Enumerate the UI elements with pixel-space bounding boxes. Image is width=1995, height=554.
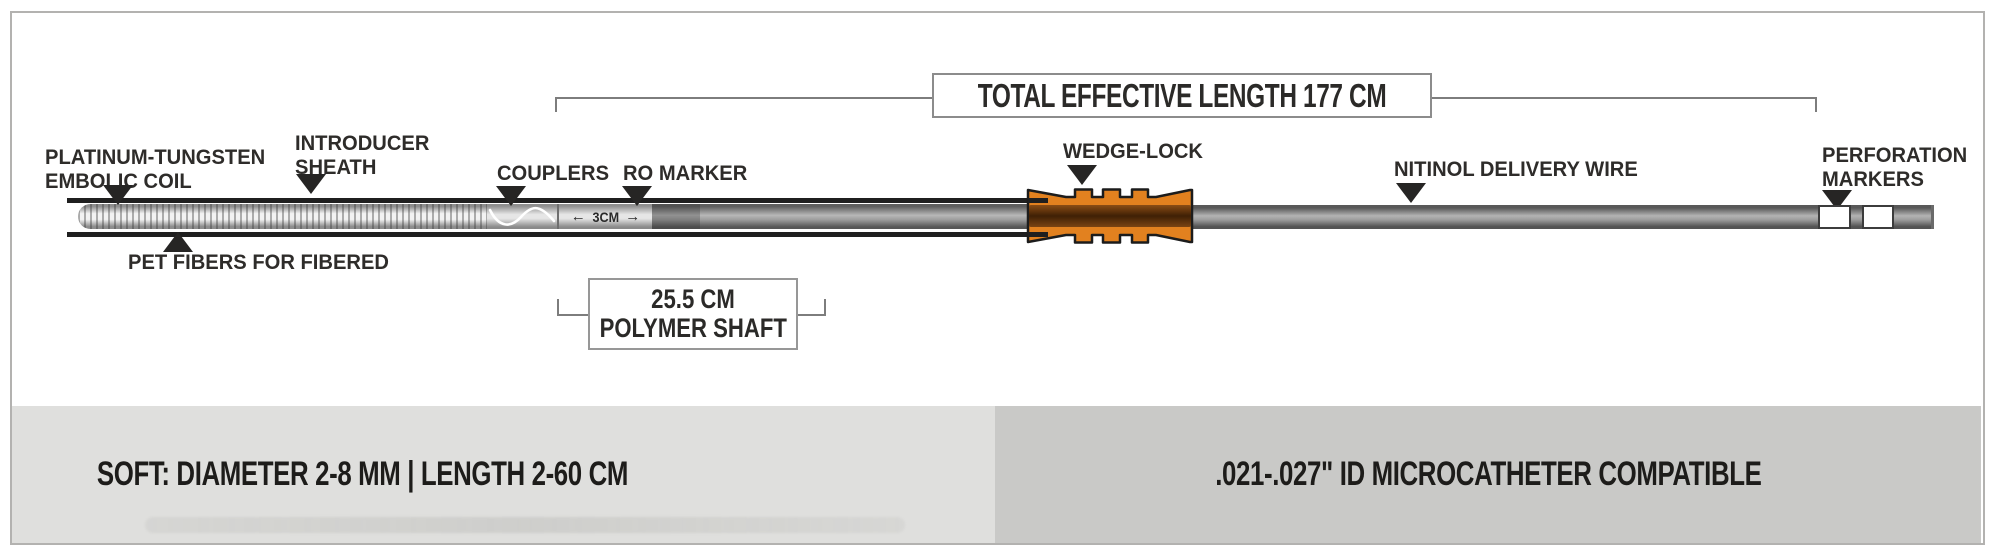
label-embolic-coil-line2: EMBOLIC COIL — [45, 169, 192, 193]
spec-panel-soft-center: SOFT: DIAMETER 2-8 MM | LENGTH 2-60 CM — [12, 455, 712, 494]
total-length-box: TOTAL EFFECTIVE LENGTH 177 CM — [932, 73, 1432, 118]
spec-microcatheter-text: .021-.027" ID MICROCATHETER COMPATIBLE — [1214, 455, 1762, 493]
arrow-down-wedge-lock-icon — [1067, 165, 1097, 185]
label-perforation-line1: PERFORATION — [1822, 144, 1968, 167]
polymer-shaft-graphic — [652, 204, 1032, 229]
couplers-graphic — [487, 204, 559, 229]
arrow-down-introducer-icon — [296, 174, 326, 194]
label-introducer-line2: SHEATH — [295, 155, 377, 179]
arrow-down-couplers-icon — [496, 186, 526, 206]
introducer-sheath-top-line — [67, 198, 1032, 203]
label-perforation-line2: MARKERS — [1822, 167, 1924, 191]
spec-panel-microcatheter: .021-.027" ID MICROCATHETER COMPATIBLE — [995, 406, 1981, 543]
arrow-down-ro-marker-icon — [622, 186, 652, 206]
polymer-bracket-tick-left — [557, 299, 559, 316]
label-embolic-coil: PLATINUM-TUNGSTEN EMBOLIC COIL — [45, 146, 265, 193]
total-length-bracket-tick-right — [1815, 97, 1817, 112]
polymer-shaft-name: POLYMER SHAFT — [599, 313, 787, 343]
label-perforation-markers: PERFORATION MARKERS — [1822, 144, 1967, 191]
nitinol-delivery-wire-graphic — [1190, 205, 1934, 229]
label-embolic-coil-line1: PLATINUM-TUNGSTEN — [45, 146, 266, 169]
arrow-down-nitinol-icon — [1396, 183, 1426, 203]
label-nitinol-wire: NITINOL DELIVERY WIRE — [1394, 158, 1638, 181]
polymer-shaft-length: 25.5 CM — [651, 284, 735, 315]
figure-border — [10, 11, 1985, 545]
dim-arrow-right-icon: → — [625, 208, 641, 225]
total-length-label: TOTAL EFFECTIVE LENGTH 177 CM — [977, 76, 1387, 114]
spec-panel-soft: SOFT: DIAMETER 2-8 MM | LENGTH 2-60 CM — [12, 406, 995, 543]
wedge-lock-graphic — [1026, 188, 1194, 244]
label-pet-fibers: PET FIBERS FOR FIBERED — [128, 251, 389, 274]
perforation-marker-2 — [1862, 205, 1894, 229]
spec-soft-text: SOFT: DIAMETER 2-8 MM | LENGTH 2-60 CM — [96, 455, 628, 493]
polymer-bracket-line-right — [797, 314, 826, 316]
dim-3cm-value: 3CM — [592, 208, 619, 225]
polymer-bracket-line-left — [557, 314, 590, 316]
introducer-sheath-bottom-line — [67, 232, 1032, 237]
arrow-down-embolic-coil-icon — [103, 185, 133, 205]
perforation-marker-1 — [1818, 205, 1851, 229]
polymer-bracket-tick-right — [824, 299, 826, 316]
label-ro-marker: RO MARKER — [623, 162, 748, 185]
label-couplers: COUPLERS — [497, 162, 610, 185]
sheath-stub-bottom — [1028, 232, 1048, 237]
3cm-segment: ← 3CM → — [559, 204, 652, 229]
sheath-stub-top — [1028, 198, 1048, 203]
ro-marker-band — [652, 204, 700, 229]
dim-arrow-left-icon: ← — [570, 208, 586, 225]
label-introducer-line1: INTRODUCER — [295, 132, 430, 155]
embolic-coil-graphic — [78, 204, 487, 229]
label-introducer-sheath: INTRODUCER SHEATH — [295, 132, 429, 179]
faint-watermark — [145, 517, 905, 533]
arrow-up-pet-fibers-icon — [163, 232, 193, 252]
polymer-shaft-box: 25.5 CM POLYMER SHAFT — [588, 278, 798, 350]
coupler-s-curve — [488, 206, 556, 226]
label-wedge-lock: WEDGE-LOCK — [1063, 140, 1203, 163]
total-length-bracket-tick-left — [555, 97, 557, 112]
